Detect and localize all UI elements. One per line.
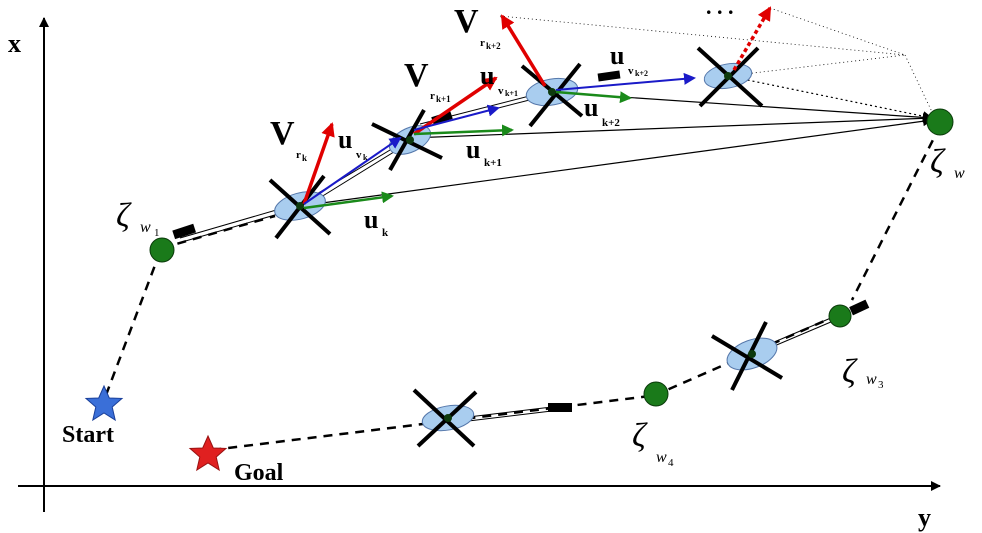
label-u-k-sub: k <box>382 227 389 239</box>
label-u-vk2-sub: v <box>628 65 634 77</box>
zeta-w1-subsub: 1 <box>154 227 160 239</box>
zeta-w1-symbol: ζ <box>116 197 132 234</box>
waypoint-w4 <box>643 381 669 407</box>
path-w1-quad <box>161 214 276 250</box>
arrows <box>302 6 772 210</box>
zeta-w4-symbol: ζ <box>632 417 648 454</box>
zeta-w3-symbol: ζ <box>842 353 858 390</box>
goal-star-icon <box>188 434 228 472</box>
label-rk-sub: k <box>302 153 307 163</box>
label-rk1-sub: k+1 <box>436 94 451 104</box>
label-u-k2-sub: k+2 <box>602 117 620 129</box>
goal-label: Goal <box>234 460 284 486</box>
zeta-w4-subsub: 4 <box>668 457 674 469</box>
waypoint-labels: ζ w 1 ζ w ζ w 3 ζ w 4 <box>116 143 965 469</box>
zeta-w3-subsub: 3 <box>878 379 884 391</box>
vector-labels: V r k u v k u k V r k+1 u v k+1 u k+1 V … <box>270 0 734 239</box>
label-rk: r <box>296 149 301 161</box>
label-u-vk2: u <box>610 41 624 70</box>
waypoint-w3 <box>828 304 852 328</box>
start-star-icon <box>84 384 124 422</box>
quadrotor-k2 <box>520 62 584 128</box>
quadrotor-k3 <box>696 46 764 108</box>
path-start-w1 <box>104 251 162 396</box>
path-w-w3 <box>850 125 942 301</box>
quadrotor-lower-left <box>412 388 478 448</box>
waypoint-w <box>926 108 954 136</box>
label-rk2-sub: k+2 <box>486 41 501 51</box>
dashed-paths <box>104 125 942 452</box>
label-u-vk1-sub: v <box>498 85 504 97</box>
waypoint-w1 <box>149 237 175 263</box>
fan-lines <box>299 7 933 207</box>
label-rk1: r <box>430 90 435 102</box>
label-u-k: u <box>364 205 378 234</box>
label-u-k1: u <box>466 135 480 164</box>
zeta-w3-sub: w <box>866 371 877 388</box>
zeta-w1-sub: w <box>140 219 151 236</box>
y-axis-label: y <box>918 503 931 532</box>
axes: x y <box>8 17 941 532</box>
label-u-k2: u <box>584 93 598 122</box>
tail-markers <box>172 70 870 412</box>
label-u-vk-sub: v <box>356 149 362 161</box>
label-u-vk-subsub: k <box>363 153 368 162</box>
quadrotors <box>268 46 784 448</box>
label-u-vk2-subsub: k+2 <box>635 69 648 78</box>
x-axis-label: x <box>8 29 21 58</box>
label-u-vk1: u <box>480 61 494 90</box>
label-u-vk1-subsub: k+1 <box>505 89 518 98</box>
label-V-rk1: V <box>404 57 429 94</box>
label-V-rk: V <box>270 115 295 152</box>
zeta-w-sub: w <box>954 165 965 182</box>
label-u-k1-sub: k+1 <box>484 157 502 169</box>
quadrotor-lower-right <box>710 321 784 391</box>
start-label: Start <box>62 422 114 448</box>
label-rk2: r <box>480 37 485 49</box>
label-V-rk2: V <box>454 3 479 40</box>
waypoints <box>149 108 954 407</box>
ellipsis-label: . . . <box>706 0 734 19</box>
quadrotor-k1 <box>371 109 443 171</box>
zeta-w-symbol: ζ <box>930 143 946 180</box>
label-u-vk: u <box>338 125 352 154</box>
quadrotor-k <box>268 174 332 240</box>
zeta-w4-sub: w <box>656 449 667 466</box>
